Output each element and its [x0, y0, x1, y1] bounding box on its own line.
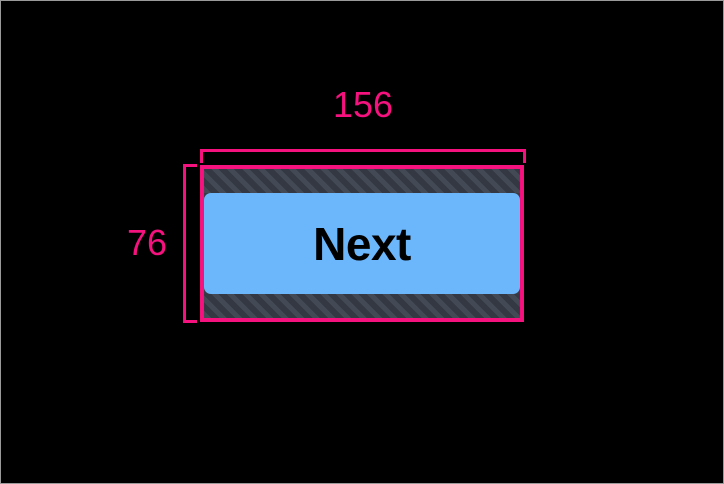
selection-outline[interactable]: Next [200, 165, 524, 322]
height-bracket-line [183, 164, 197, 323]
margin-band-top [204, 169, 520, 193]
next-button[interactable]: Next [204, 193, 520, 294]
element-box-model: Next [204, 169, 520, 318]
height-dimension-bracket [179, 164, 197, 323]
height-dimension-label: 76 [126, 222, 167, 263]
width-dimension-label: 156 [332, 84, 394, 125]
width-bracket-line [200, 149, 526, 163]
width-dimension-bracket [200, 145, 526, 163]
next-button-label: Next [313, 217, 411, 270]
margin-band-bottom [204, 294, 520, 318]
